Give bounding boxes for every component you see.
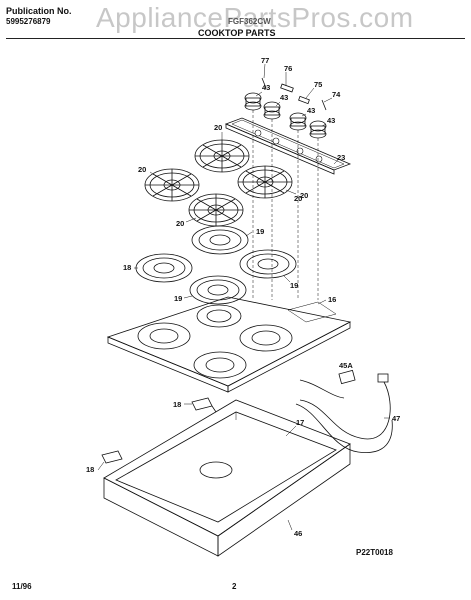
knob-3[interactable] [289, 112, 307, 131]
knob-1[interactable] [244, 92, 262, 111]
page-number: 2 [232, 582, 237, 591]
callout-43-d: 43 [327, 116, 335, 125]
burner-bowl-front[interactable] [189, 275, 247, 305]
callout-19-a: 19 [256, 227, 264, 236]
grate-front[interactable] [188, 193, 244, 227]
callout-16: 16 [328, 295, 336, 304]
control-panel[interactable] [224, 110, 352, 300]
grate-group [144, 139, 293, 227]
callout-47: 47 [392, 414, 400, 423]
header-rule [6, 38, 465, 39]
wiring-harness[interactable] [295, 369, 393, 454]
callout-20-e: 20 [294, 194, 302, 203]
bracket-upper[interactable] [191, 397, 217, 413]
publication-number: 5995276879 [6, 17, 51, 26]
callout-43-c: 43 [307, 106, 315, 115]
burner-bowl-right[interactable] [239, 249, 297, 279]
revision-date: 11/96 [12, 582, 32, 591]
callout-23: 23 [337, 153, 345, 162]
callout-20-a: 20 [214, 123, 222, 132]
callout-74: 74 [332, 90, 341, 99]
grate-left[interactable] [144, 168, 200, 202]
callout-45a: 45A [339, 361, 353, 370]
cooktop-top[interactable] [106, 296, 352, 393]
section-title: COOKTOP PARTS [198, 28, 276, 38]
callout-76: 76 [284, 64, 292, 73]
callout-75: 75 [314, 80, 322, 89]
knob-4[interactable] [309, 120, 327, 139]
callout-18-a: 18 [123, 263, 131, 272]
callout-17: 17 [296, 418, 304, 427]
callout-43-b: 43 [280, 93, 288, 102]
callout-20-c: 20 [176, 219, 184, 228]
burner-bowl-left[interactable] [135, 253, 193, 283]
leader-lines [97, 63, 390, 531]
bracket-lower[interactable] [101, 450, 123, 464]
grate-rear-right[interactable] [237, 165, 293, 199]
callout-19-c: 19 [290, 281, 298, 290]
callout-77: 77 [261, 56, 269, 65]
model-number: FGF362CW [228, 17, 271, 26]
callout-20-b: 20 [138, 165, 146, 174]
callout-46: 46 [294, 529, 302, 538]
callout-labels: 77 76 75 74 43 43 43 43 20 20 20 20 23 2… [86, 56, 400, 538]
callout-18-b: 18 [173, 400, 181, 409]
watermark: AppliancePartsPros.com [96, 2, 414, 33]
drawing-code: P22T0018 [356, 548, 393, 557]
burner-box[interactable] [103, 399, 351, 557]
burner-bowl-group [135, 225, 297, 305]
grate-rear-left[interactable] [194, 139, 250, 173]
burner-bowl-rear[interactable] [191, 225, 249, 255]
callout-19-b: 19 [174, 294, 182, 303]
callout-43-a: 43 [262, 83, 270, 92]
publication-label: Publication No. [6, 6, 72, 16]
callout-20-d: 20 [300, 191, 308, 200]
callout-18-c: 18 [86, 465, 94, 474]
